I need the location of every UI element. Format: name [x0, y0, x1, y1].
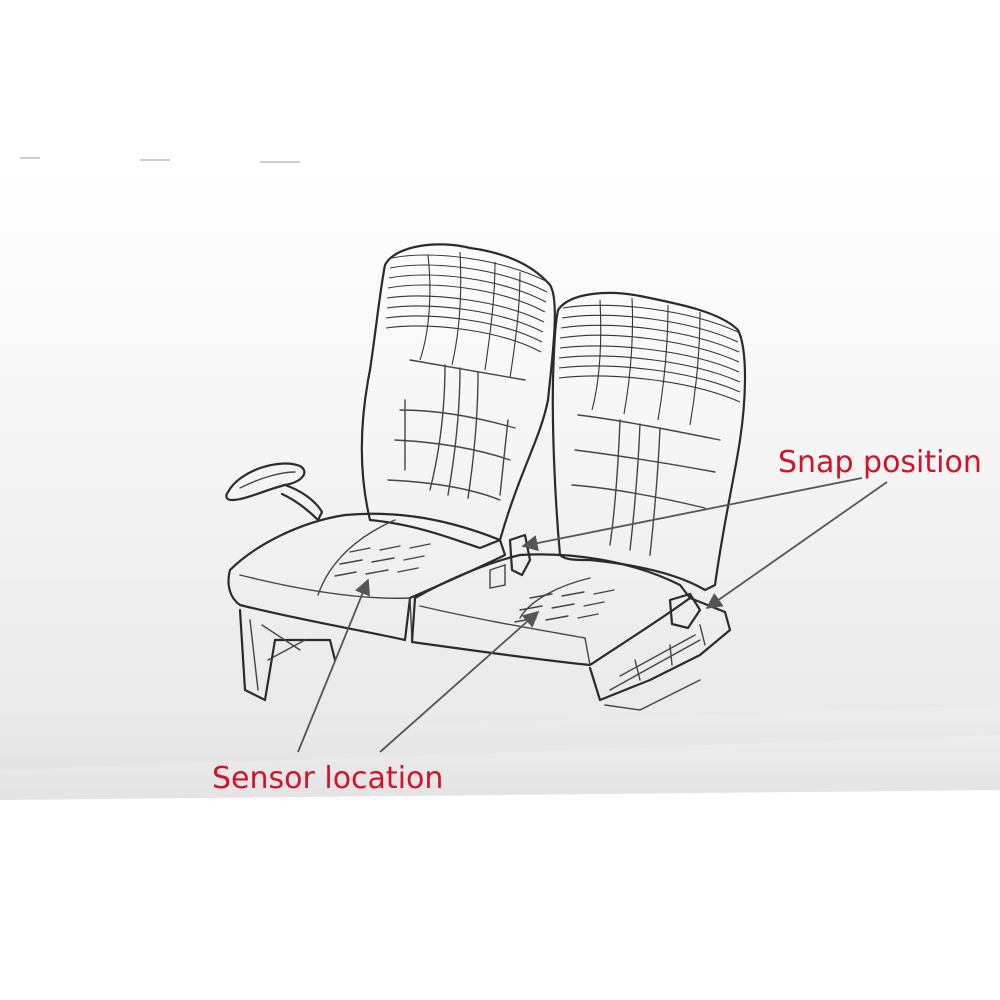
- snap-arrow-1: [521, 477, 863, 552]
- snap-arrows: [521, 477, 888, 609]
- right-headrest-stripes: [558, 297, 741, 426]
- right-sensor-marks: [514, 589, 615, 623]
- sensor-arrow-1: [297, 578, 371, 753]
- snap-arrow-2: [705, 481, 888, 609]
- sensor-arrows: [297, 578, 540, 753]
- snap-position-label: Snap position: [778, 445, 982, 480]
- right-seat: [410, 291, 747, 711]
- sensor-arrow-2: [379, 610, 540, 753]
- sensor-location-label: Sensor location: [212, 761, 443, 796]
- armrest: [225, 462, 324, 522]
- left-headrest-stripes: [385, 251, 549, 379]
- left-sensor-marks: [334, 543, 431, 577]
